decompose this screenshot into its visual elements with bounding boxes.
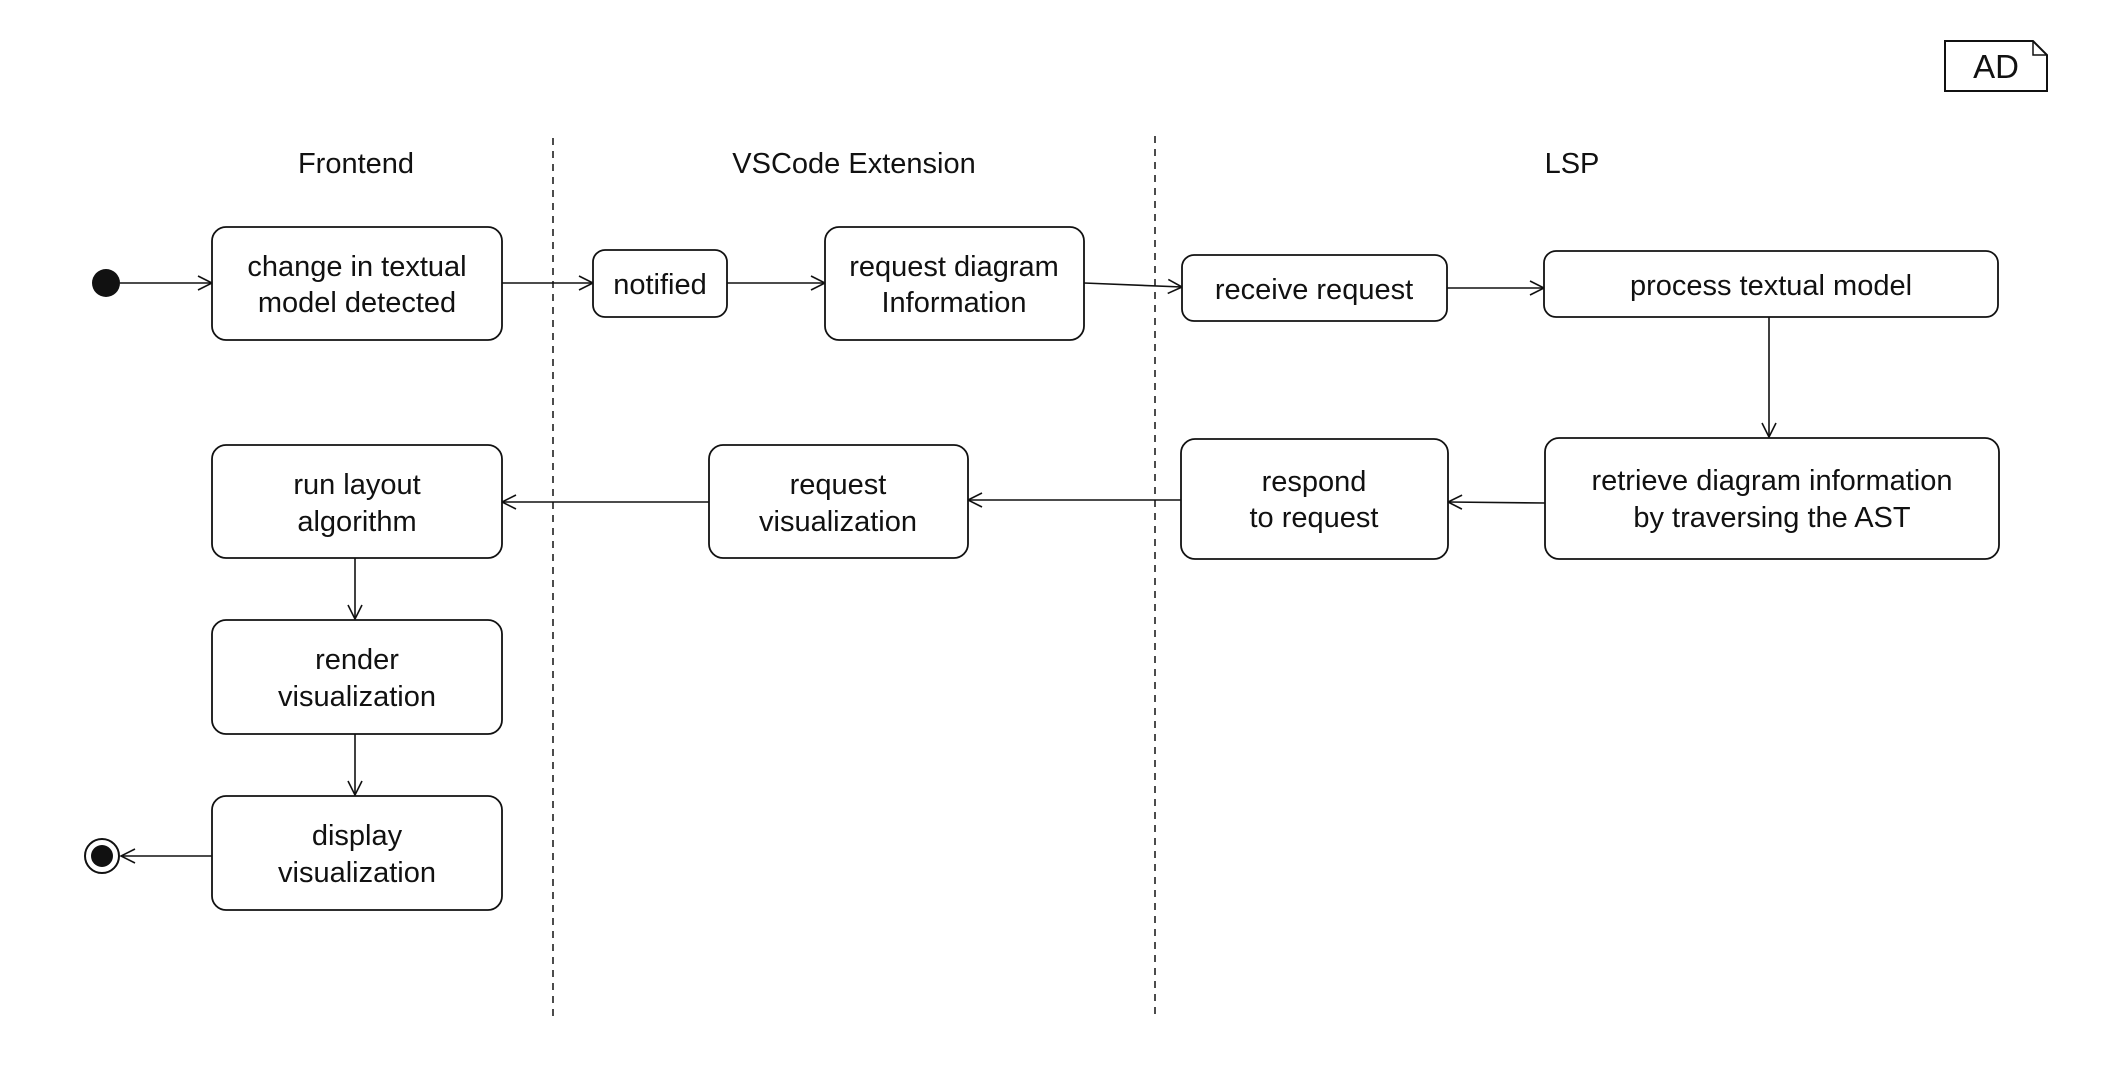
action-label-line-2: by traversing the AST: [1633, 502, 1911, 534]
diagram-type-tag: AD: [1944, 40, 2048, 92]
action-label-line-2: visualization: [759, 506, 917, 538]
lane-title-frontend: Frontend: [298, 148, 414, 180]
node-retrieve-diagram-information: retrieve diagram information by traversi…: [1544, 437, 2000, 560]
final-node-dot: [91, 845, 113, 867]
node-notified: notified: [592, 249, 728, 318]
action-label-line-1: notified: [613, 269, 707, 301]
node-request-visualization: request visualization: [708, 444, 969, 559]
action-label-line-1: receive request: [1215, 274, 1413, 306]
edges: [120, 283, 1769, 856]
action-label-line-1: request: [790, 469, 887, 501]
action-label-line-2: visualization: [278, 681, 436, 713]
action-box: [592, 249, 728, 318]
diagram-tag-label: AD: [1973, 48, 2019, 85]
action-label-line-2: model detected: [258, 287, 456, 319]
action-box: [1180, 438, 1449, 560]
initial-node: [92, 269, 120, 297]
action-box: [211, 226, 503, 341]
note-corner-fold: [2032, 41, 2047, 56]
final-node: [84, 838, 120, 874]
node-render-visualization: render visualization: [211, 619, 503, 735]
node-receive-request: receive request: [1181, 254, 1448, 322]
action-label-line-2: algorithm: [297, 506, 416, 538]
action-label-line-2: to request: [1250, 502, 1379, 534]
action-box: [1544, 437, 2000, 560]
edge-retrieve-to-respond: [1448, 502, 1546, 503]
lane-title-lsp: LSP: [1545, 148, 1600, 180]
node-change-in-textual-model: change in textual model detected: [211, 226, 503, 341]
action-label-line-2: Information: [881, 287, 1026, 319]
action-box: [211, 619, 503, 735]
note-shape: [1944, 40, 2048, 92]
action-label-line-1: render: [315, 644, 399, 676]
action-box: [211, 444, 503, 559]
node-run-layout-algorithm: run layout algorithm: [211, 444, 503, 559]
action-box: [1181, 254, 1448, 322]
action-label-line-1: request diagram: [849, 251, 1059, 283]
action-box: [708, 444, 969, 559]
action-label-line-1: process textual model: [1630, 270, 1912, 302]
action-box: [824, 226, 1085, 341]
node-process-textual-model: process textual model: [1543, 250, 1999, 318]
action-box: [211, 795, 503, 911]
action-label-line-1: run layout: [293, 469, 420, 501]
action-label-line-1: retrieve diagram information: [1591, 465, 1952, 497]
node-request-diagram-information: request diagram Information: [824, 226, 1085, 341]
action-box: [1543, 250, 1999, 318]
action-label-line-1: display: [312, 820, 403, 852]
node-display-visualization: display visualization: [211, 795, 503, 911]
action-label-line-1: respond: [1262, 466, 1367, 498]
action-label-line-1: change in textual: [247, 251, 466, 283]
edge-request-diagram-to-receive: [1083, 283, 1182, 287]
action-label-line-2: visualization: [278, 857, 436, 889]
node-respond-to-request: respond to request: [1180, 438, 1449, 560]
lane-title-vscode-extension: VSCode Extension: [732, 148, 975, 180]
